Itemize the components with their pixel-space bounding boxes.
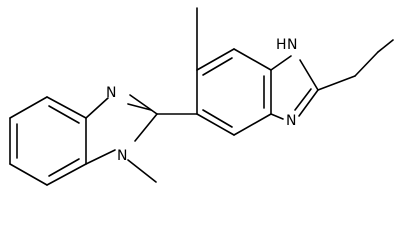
bond [196, 113, 235, 136]
bond [202, 57, 233, 76]
structure-canvas: H N N N N [9, 7, 394, 186]
bond [127, 103, 152, 111]
bond [129, 94, 158, 115]
bond [233, 48, 272, 71]
bond [48, 105, 80, 124]
bond [294, 88, 312, 111]
bond [354, 51, 379, 77]
bond [46, 96, 87, 119]
bond [196, 48, 235, 71]
bond [317, 75, 356, 91]
bond [298, 89, 319, 117]
bond [127, 159, 157, 183]
bond [46, 163, 87, 186]
bond [85, 97, 109, 119]
bond [202, 109, 233, 128]
atom-label-n-right: N [286, 113, 296, 129]
bond [9, 163, 48, 186]
atom-label-n-left: N [106, 85, 116, 101]
molecule-diagram: H N N N N [9, 7, 394, 186]
atom-label-n-top: N [287, 37, 297, 53]
bond [270, 55, 292, 71]
bond [377, 39, 394, 53]
bond [9, 96, 48, 119]
atom-label-n-bottom: N [117, 148, 127, 164]
bond [270, 113, 284, 120]
bond [233, 113, 272, 136]
bond [134, 113, 158, 142]
bond [48, 158, 80, 177]
bond [85, 149, 116, 165]
bond [299, 59, 319, 91]
atom-label-h: H [276, 37, 287, 53]
